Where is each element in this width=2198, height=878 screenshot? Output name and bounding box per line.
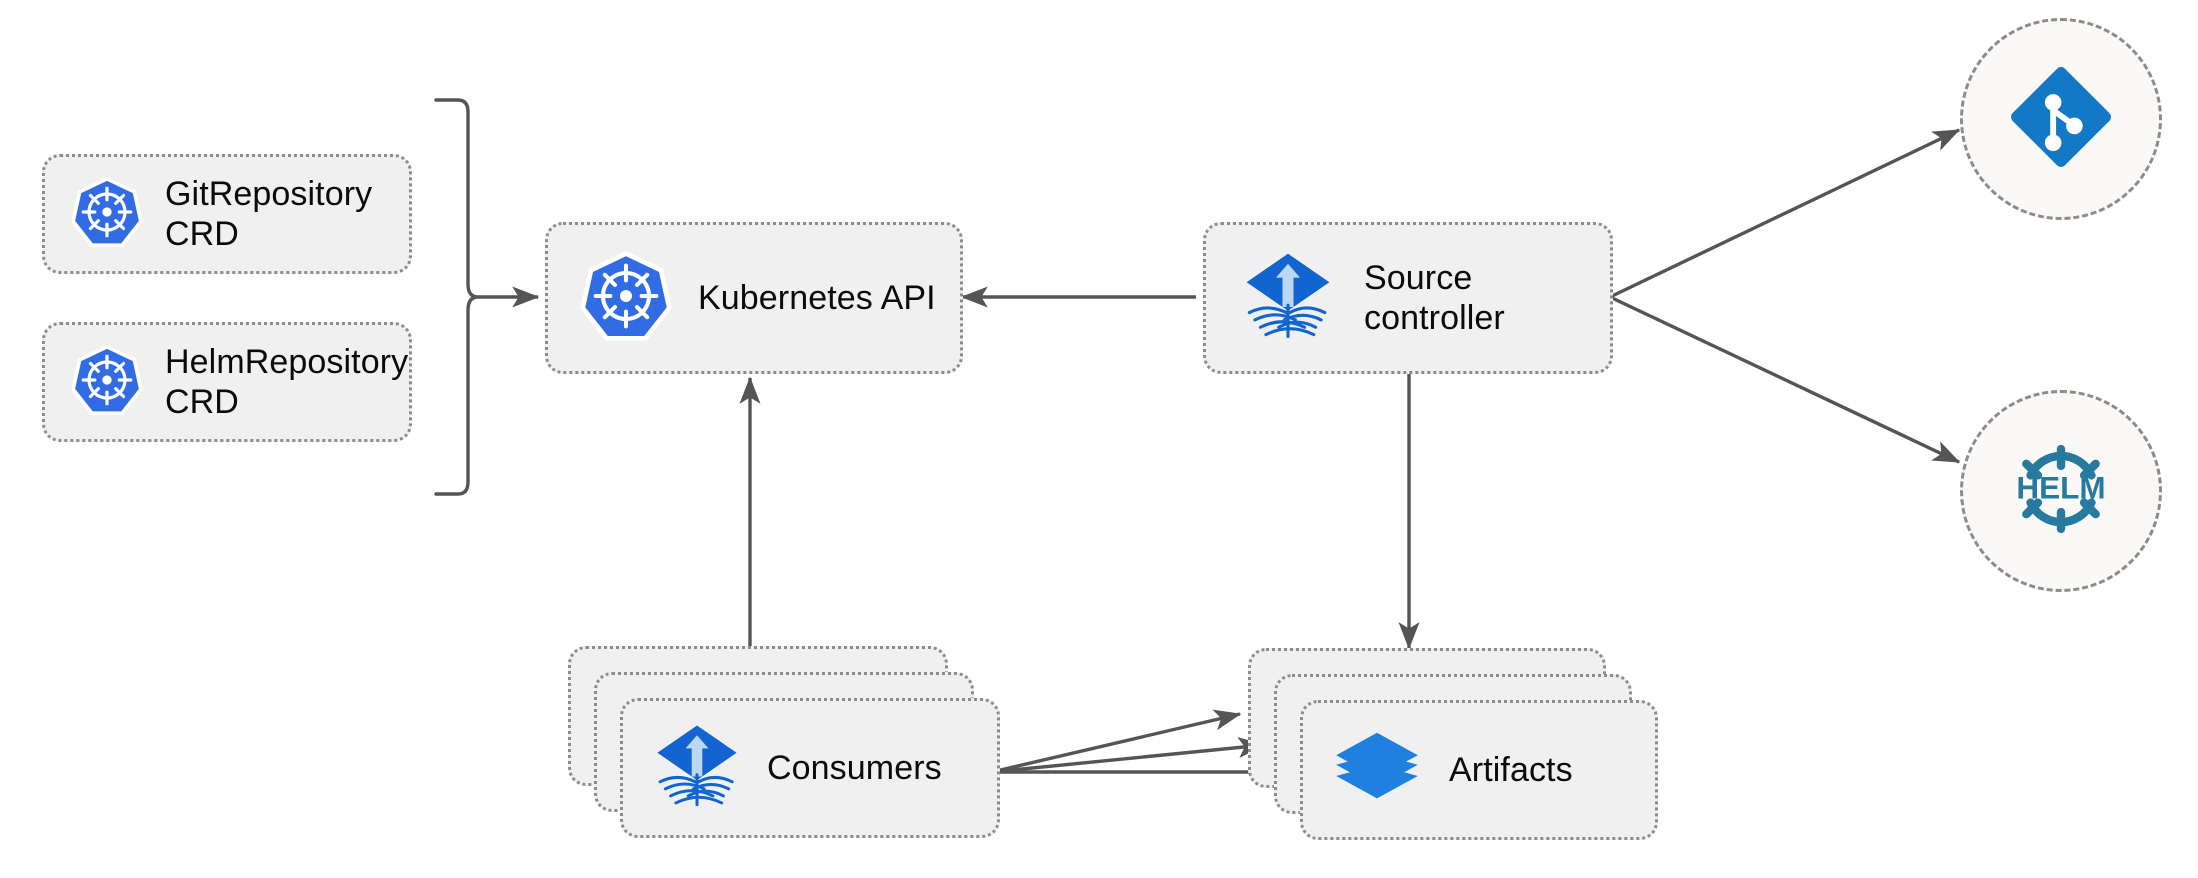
layers-icon [1333,728,1421,813]
kubernetes-icon [71,176,143,253]
helm-icon: HELM [1998,426,2124,557]
node-helm-source[interactable]: HELM [1960,390,2162,592]
node-artifacts[interactable]: Artifacts [1300,700,1658,840]
node-label: Kubernetes API [698,278,936,317]
node-label: GitRepository CRD [165,174,373,253]
crd-group-brace [434,98,480,496]
edge-consumers-to-artifacts-1 [991,709,1242,774]
git-icon [2005,61,2117,178]
node-git-source[interactable] [1960,18,2162,220]
node-consumers[interactable]: Consumers [620,698,1000,838]
edge-source-controller-to-git [1609,128,1961,299]
node-label: Artifacts [1449,750,1573,789]
node-kubernetes-api[interactable]: Kubernetes API [545,222,963,374]
node-label: Source controller [1364,258,1505,337]
node-gitrepository-crd[interactable]: GitRepository CRD [42,154,412,274]
kubernetes-icon [71,344,143,421]
flux-icon [1242,248,1334,349]
node-helmrepository-crd[interactable]: HelmRepository CRD [42,322,412,442]
edge-source-controller-to-helm [1609,295,1961,464]
helm-wordmark: HELM [2016,469,2105,505]
node-label: Consumers [767,748,942,787]
node-source-controller[interactable]: Source controller [1203,222,1613,374]
kubernetes-icon [580,250,672,347]
node-label: HelmRepository CRD [165,342,409,421]
flux-icon [653,720,741,817]
edge-consumers-to-artifacts-2 [991,737,1266,774]
